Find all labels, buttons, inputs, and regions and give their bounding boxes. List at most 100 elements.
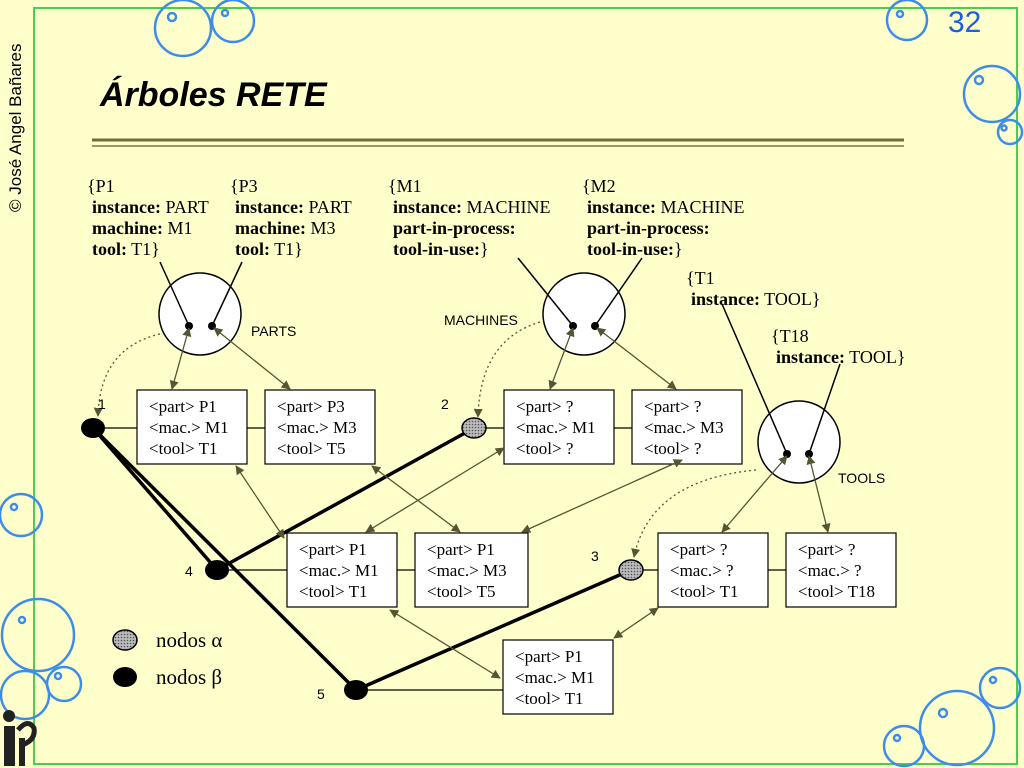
svg-text:<mac.> ?: <mac.> ? <box>798 561 862 580</box>
bubble-icon <box>937 707 949 719</box>
bubble-icon <box>882 724 926 768</box>
bubble-icon <box>996 118 1024 146</box>
bubble-icon <box>892 733 902 743</box>
svg-text:<part> ?: <part> ? <box>798 540 855 559</box>
node-number: 3 <box>591 548 599 564</box>
node-number: 4 <box>185 563 193 579</box>
memory-label-machines: MACHINES <box>444 312 518 328</box>
bubble-icon <box>210 0 256 44</box>
node-number: 1 <box>98 396 106 412</box>
token-box: <part> P3 <mac.> M3 <tool> T5 <box>264 389 376 465</box>
bubble-icon <box>962 64 1022 124</box>
logo-icon <box>3 710 37 766</box>
alpha-node <box>461 417 487 439</box>
page-number: 32 <box>948 6 982 39</box>
svg-text:<mac.> M1: <mac.> M1 <box>515 668 595 687</box>
bubble-icon <box>973 74 985 86</box>
beta-node <box>344 680 368 700</box>
svg-text:<mac.> M3: <mac.> M3 <box>427 561 507 580</box>
svg-text:<mac.> ?: <mac.> ? <box>670 561 734 580</box>
slide-frame <box>33 7 1018 765</box>
facts-group: {P1 instance: PART machine: M1 tool: T1}… <box>87 176 905 367</box>
svg-text:<part> P3: <part> P3 <box>277 397 345 416</box>
propagation-arrows <box>169 327 831 679</box>
fact-connectors <box>159 257 841 455</box>
token-box: <part> P1 <mac.> M1 <tool> T1 <box>286 532 398 608</box>
node-number: 5 <box>317 686 325 702</box>
fact-t18: {T18 instance: TOOL} <box>771 326 905 367</box>
fact-m1: {M1 instance: MACHINE part-in-process: t… <box>388 176 555 259</box>
memory-label-parts: PARTS <box>251 323 296 339</box>
token-box: <part> ? <mac.> ? <tool> T18 <box>785 532 897 608</box>
bubble-icon <box>978 666 1022 710</box>
legend-beta-label: nodos β <box>156 665 222 689</box>
beta-node <box>81 418 105 438</box>
memory-parts: PARTS <box>158 272 296 356</box>
memory-machines: MACHINES <box>444 272 626 356</box>
svg-text:<tool> T18: <tool> T18 <box>798 582 875 601</box>
bubble-icon <box>17 615 27 625</box>
svg-text:<part> ?: <part> ? <box>670 540 727 559</box>
bubble-icon <box>1000 124 1008 132</box>
fact-m2: {M2 instance: MACHINE part-in-process: t… <box>582 176 749 259</box>
svg-text:<mac.> M3: <mac.> M3 <box>644 418 724 437</box>
bubble-icon <box>9 502 19 512</box>
token-box: <part> P1 <mac.> M1 <tool> T1 <box>502 639 614 715</box>
svg-text:<part> P1: <part> P1 <box>515 647 583 666</box>
token-box: <part> ? <mac.> M1 <tool> ? <box>503 389 615 465</box>
bubble-icon <box>0 597 76 673</box>
svg-text:<tool> T5: <tool> T5 <box>427 582 495 601</box>
fact-p3: {P3 instance: PART machine: M3 tool: T1} <box>230 176 356 259</box>
svg-text:<tool> T1: <tool> T1 <box>515 689 583 708</box>
token-box: <part> P1 <mac.> M1 <tool> T1 <box>136 389 248 465</box>
node-numbers: 1 2 3 4 5 <box>98 396 599 702</box>
svg-text:<mac.> M1: <mac.> M1 <box>149 418 229 437</box>
svg-text:<tool> T1: <tool> T1 <box>670 582 738 601</box>
bubble-icon <box>166 11 178 23</box>
svg-text:<tool> ?: <tool> ? <box>516 439 573 458</box>
svg-text:<mac.> M3: <mac.> M3 <box>277 418 357 437</box>
bubble-icon <box>0 492 44 538</box>
bubble-icon <box>53 671 63 681</box>
svg-text:<part> ?: <part> ? <box>644 397 701 416</box>
bubble-icon <box>918 689 996 767</box>
bubble-icon <box>988 675 998 685</box>
beta-node <box>205 560 229 580</box>
svg-text:<tool> T5: <tool> T5 <box>277 439 345 458</box>
memory-tools: TOOLS <box>757 400 885 486</box>
fact-p1: {P1 instance: PART machine: M1 tool: T1} <box>87 176 213 259</box>
svg-text:<part> P1: <part> P1 <box>149 397 217 416</box>
token-boxes: <part> P1 <mac.> M1 <tool> T1 <part> P3 … <box>136 389 897 715</box>
svg-text:<tool> T1: <tool> T1 <box>149 439 217 458</box>
memory-label-tools: TOOLS <box>838 470 885 486</box>
svg-text:<part> P1: <part> P1 <box>299 540 367 559</box>
token-box: <part> ? <mac.> M3 <tool> ? <box>631 389 743 465</box>
network-nodes <box>81 417 644 700</box>
svg-text:<mac.> M1: <mac.> M1 <box>299 561 379 580</box>
legend-alpha-icon <box>112 629 138 651</box>
memory-node-arrows <box>93 321 757 558</box>
bubble-icon <box>885 0 929 42</box>
fact-t1: {T1 instance: TOOL} <box>686 268 820 309</box>
bubble-icon <box>153 0 213 58</box>
legend-alpha-label: nodos α <box>156 628 222 652</box>
bubble-icon <box>0 669 51 721</box>
svg-text:<mac.> M1: <mac.> M1 <box>516 418 596 437</box>
svg-text:<part> ?: <part> ? <box>516 397 573 416</box>
alpha-node <box>618 559 644 581</box>
bubble-icon <box>220 8 230 18</box>
svg-text:<tool> T1: <tool> T1 <box>299 582 367 601</box>
svg-text:<tool> ?: <tool> ? <box>644 439 701 458</box>
token-box: <part> P1 <mac.> M3 <tool> T5 <box>414 532 529 608</box>
bubble-icon <box>895 9 905 19</box>
svg-text:<part> P1: <part> P1 <box>427 540 495 559</box>
node-number: 2 <box>441 396 449 412</box>
token-box: <part> ? <mac.> ? <tool> T1 <box>657 532 769 608</box>
page-title: Árboles RETE <box>100 76 327 114</box>
legend: nodos α nodos β <box>112 628 222 689</box>
legend-beta-icon <box>113 667 137 687</box>
